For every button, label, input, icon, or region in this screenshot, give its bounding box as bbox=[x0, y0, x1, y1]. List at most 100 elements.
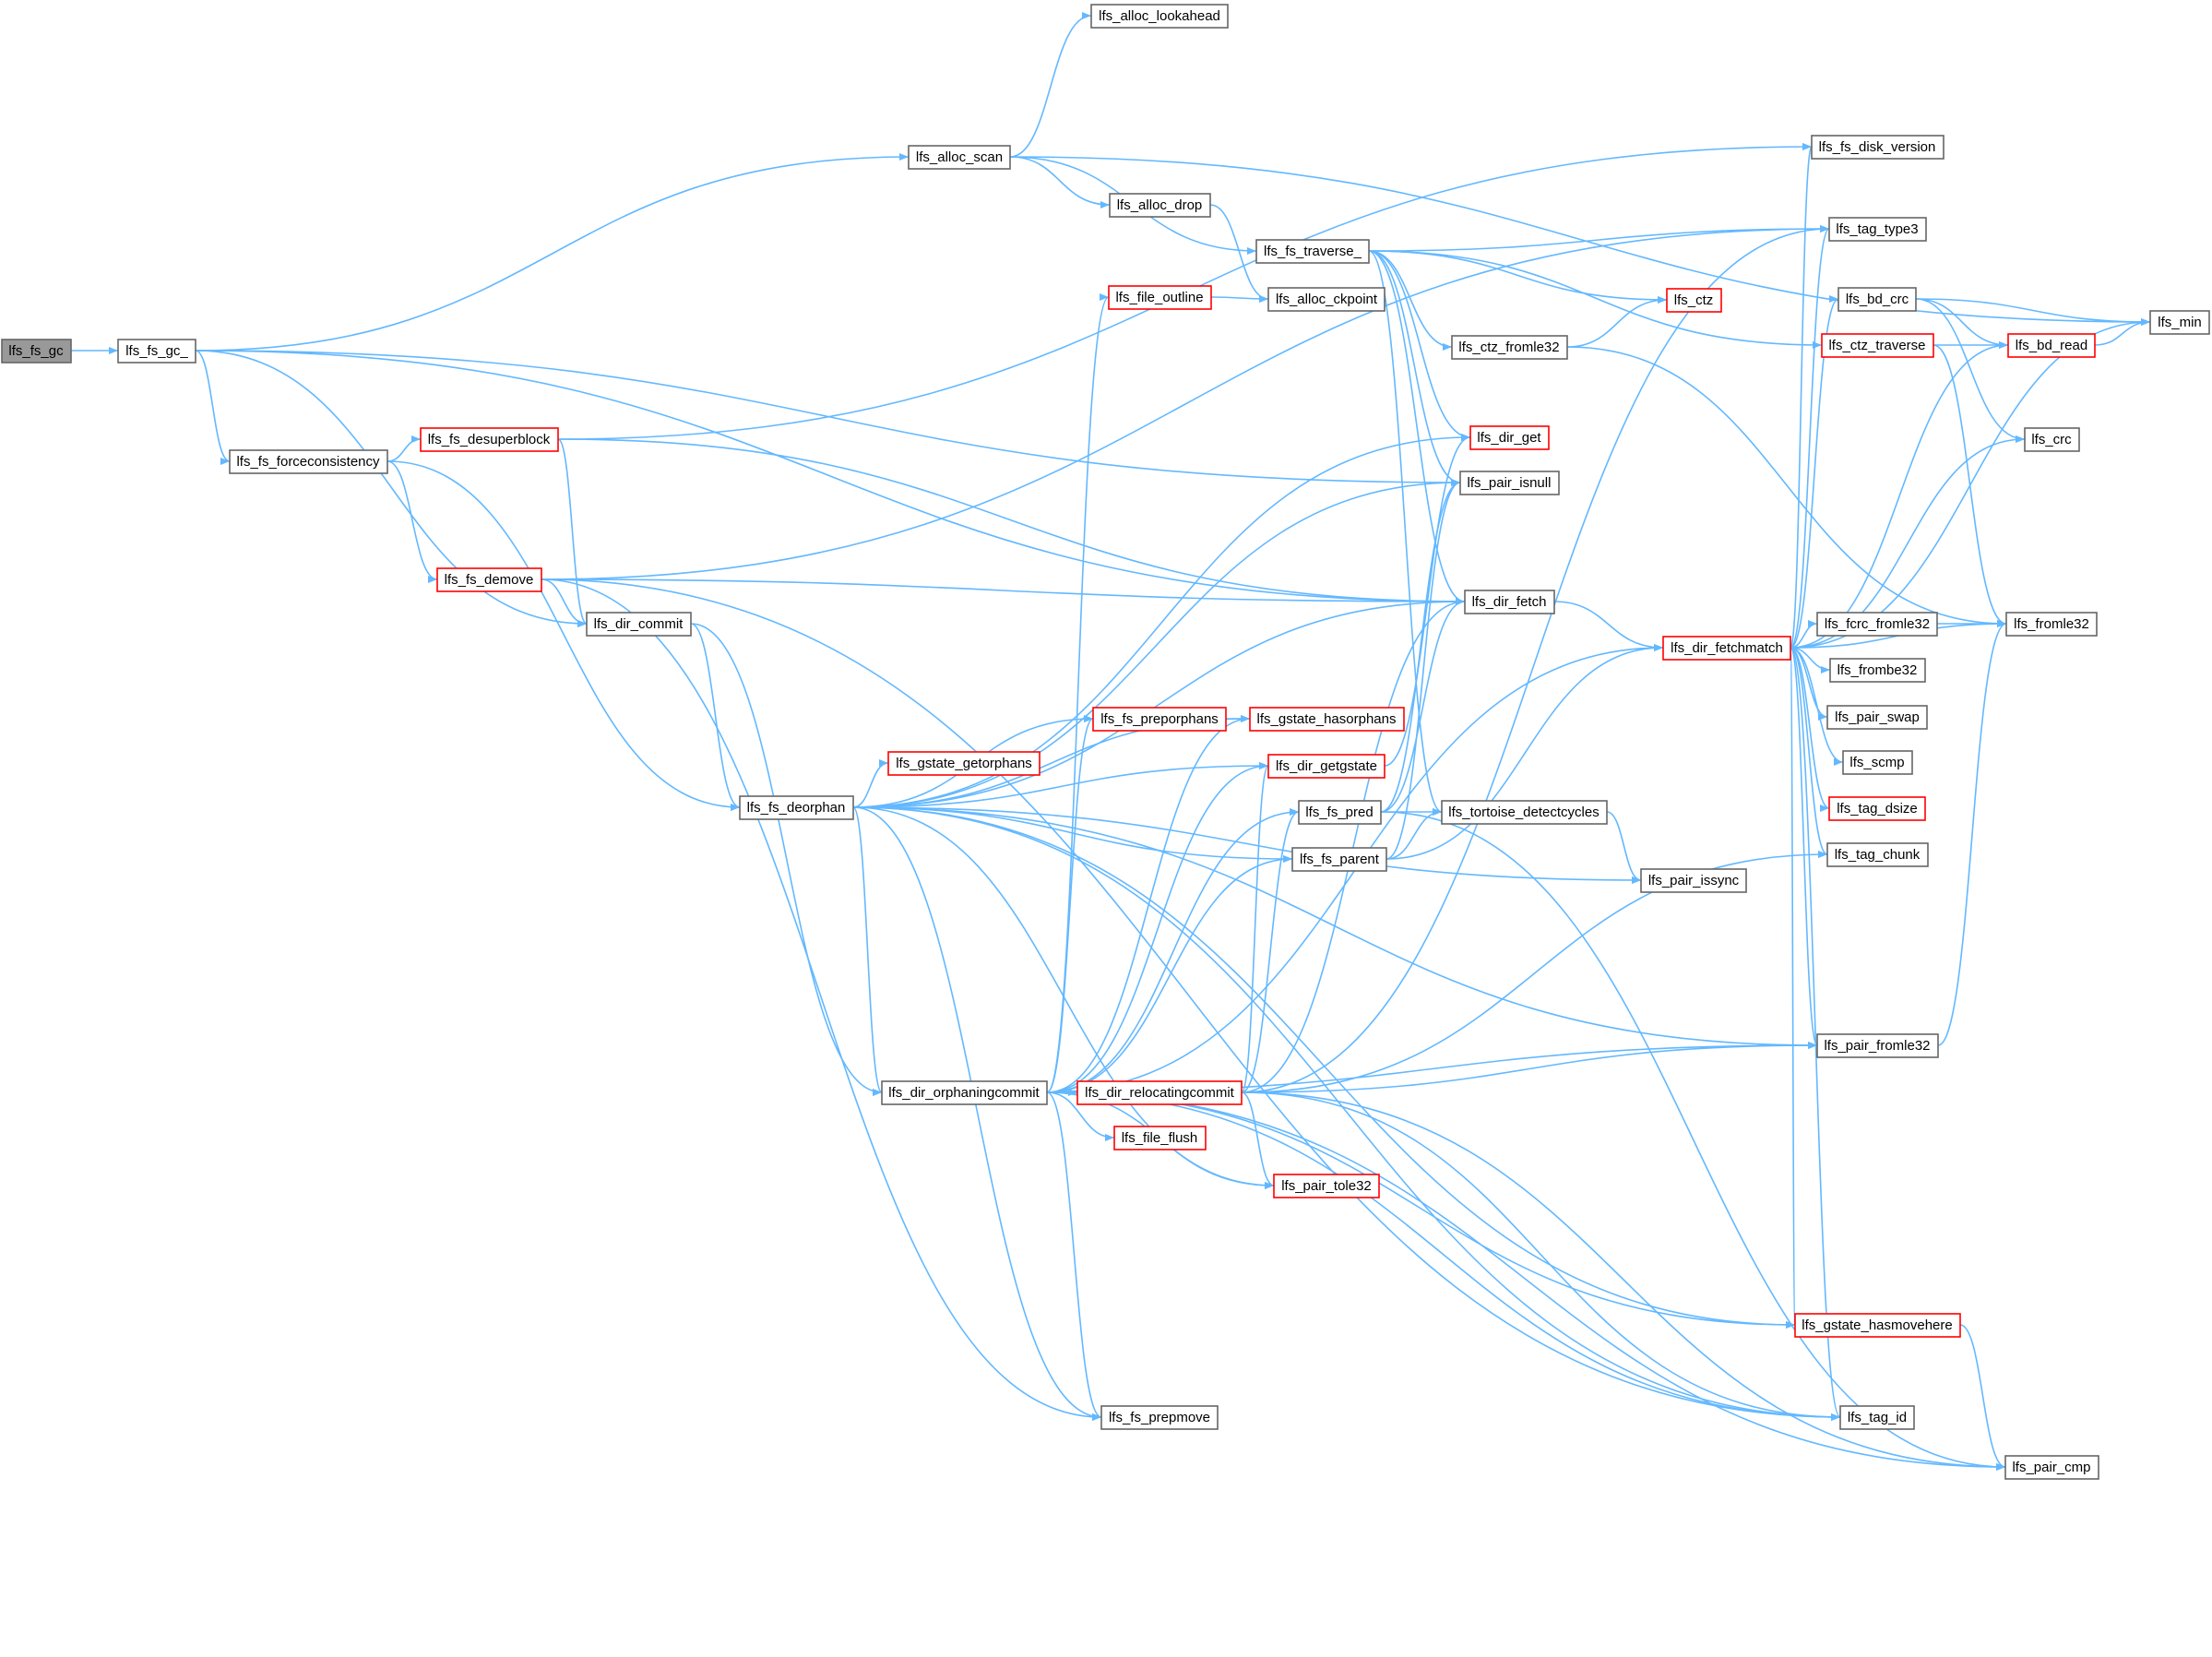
edge-fs-deorphan-to-fs-prepmove bbox=[852, 806, 1102, 1421]
graph-node-tag-type3[interactable]: lfs_tag_type3 bbox=[1828, 217, 1927, 242]
edge-tortoise-detectcycles-to-pair-issync bbox=[1606, 811, 1642, 884]
edge-gstate-hasmovehere-to-pair-cmp bbox=[1959, 1324, 2006, 1471]
node-label: lfs_scmp bbox=[1849, 755, 1904, 770]
graph-node-min[interactable]: lfs_min bbox=[2149, 310, 2210, 335]
node-label: lfs_fs_demove bbox=[445, 572, 534, 588]
edge-fs-deorphan-to-dir-orphaningcommit bbox=[852, 806, 883, 1096]
graph-node-pair-cmp[interactable]: lfs_pair_cmp bbox=[2004, 1455, 2099, 1480]
graph-node-fs-parent[interactable]: lfs_fs_parent bbox=[1291, 847, 1387, 872]
graph-node-fs-gc-[interactable]: lfs_fs_gc_ bbox=[117, 339, 196, 364]
node-box bbox=[2007, 333, 2096, 358]
graph-node-gstate-getorphans[interactable]: lfs_gstate_getorphans bbox=[887, 751, 1041, 776]
graph-node-alloc-drop[interactable]: lfs_alloc_drop bbox=[1109, 193, 1211, 218]
graph-node-dir-fetch[interactable]: lfs_dir_fetch bbox=[1464, 590, 1555, 614]
graph-node-fs-traverse-[interactable]: lfs_fs_traverse_ bbox=[1255, 239, 1370, 264]
graph-node-file-flush[interactable]: lfs_file_flush bbox=[1113, 1126, 1207, 1150]
edge-fs-traverse--to-tortoise-detectcycles bbox=[1368, 250, 1443, 816]
edge-fs-deorphan-to-tag-id bbox=[852, 806, 1841, 1421]
node-label: lfs_fs_gc bbox=[8, 343, 64, 359]
graph-node-fs-gc[interactable]: lfs_fs_gc bbox=[1, 339, 72, 364]
node-label: lfs_alloc_lookahead bbox=[1099, 8, 1220, 24]
graph-node-pair-issync[interactable]: lfs_pair_issync bbox=[1640, 868, 1747, 893]
graph-node-pair-tole32[interactable]: lfs_pair_tole32 bbox=[1273, 1174, 1380, 1198]
node-box bbox=[1108, 285, 1212, 310]
node-label: lfs_ctz_fromle32 bbox=[1458, 340, 1559, 355]
edge-fs-demove-to-dir-fetch bbox=[541, 578, 1466, 605]
edge-fs-demove-to-tag-id bbox=[541, 578, 1841, 1421]
edge-fs-traverse--to-pair-isnull bbox=[1368, 250, 1461, 486]
edge-alloc-scan-to-alloc-lookahead bbox=[1009, 12, 1092, 158]
edge-fs-pred-to-pair-cmp bbox=[1380, 811, 2006, 1471]
graph-node-ctz[interactable]: lfs_ctz bbox=[1666, 288, 1722, 313]
node-label: lfs_pair_fromle32 bbox=[1824, 1038, 1930, 1054]
node-label: lfs_tag_chunk bbox=[1835, 847, 1921, 863]
node-box bbox=[1255, 239, 1370, 264]
node-box bbox=[1076, 1080, 1243, 1105]
edge-fs-forceconsistency-to-fs-demove bbox=[387, 460, 438, 583]
graph-node-pair-fromle32[interactable]: lfs_pair_fromle32 bbox=[1816, 1033, 1939, 1058]
graph-node-dir-getgstate[interactable]: lfs_dir_getgstate bbox=[1267, 754, 1385, 779]
node-label: lfs_fs_desuperblock bbox=[428, 432, 551, 447]
edge-dir-fetchmatch-to-bd-read bbox=[1790, 341, 2009, 649]
graph-node-fromle32[interactable]: lfs_fromle32 bbox=[2005, 612, 2098, 637]
graph-node-scmp[interactable]: lfs_scmp bbox=[1842, 750, 1913, 775]
node-box bbox=[1441, 800, 1608, 825]
graph-node-tag-dsize[interactable]: lfs_tag_dsize bbox=[1828, 796, 1926, 821]
graph-node-fs-preporphans[interactable]: lfs_fs_preporphans bbox=[1092, 707, 1227, 732]
graph-node-fs-disk-version[interactable]: lfs_fs_disk_version bbox=[1811, 135, 1944, 160]
graph-node-bd-read[interactable]: lfs_bd_read bbox=[2007, 333, 2096, 358]
node-box bbox=[1811, 135, 1944, 160]
node-box bbox=[1267, 754, 1385, 779]
edge-dir-orphaningcommit-to-pair-cmp bbox=[1046, 1091, 2006, 1471]
graph-node-fs-pred[interactable]: lfs_fs_pred bbox=[1298, 800, 1382, 825]
graph-node-fs-forceconsistency[interactable]: lfs_fs_forceconsistency bbox=[229, 449, 388, 474]
graph-node-fs-prepmove[interactable]: lfs_fs_prepmove bbox=[1100, 1405, 1219, 1430]
node-label: lfs_fs_preporphans bbox=[1100, 711, 1219, 727]
graph-node-ctz-traverse[interactable]: lfs_ctz_traverse bbox=[1821, 333, 1934, 358]
node-label: lfs_tag_dsize bbox=[1837, 801, 1918, 817]
graph-node-frombe32[interactable]: lfs_frombe32 bbox=[1829, 658, 1926, 683]
graph-node-dir-orphaningcommit[interactable]: lfs_dir_orphaningcommit bbox=[881, 1080, 1048, 1105]
graph-node-gstate-hasmovehere[interactable]: lfs_gstate_hasmovehere bbox=[1794, 1313, 1961, 1338]
edge-fs-deorphan-to-pair-issync bbox=[852, 806, 1642, 884]
graph-node-alloc-lookahead[interactable]: lfs_alloc_lookahead bbox=[1090, 4, 1229, 29]
node-box bbox=[881, 1080, 1048, 1105]
node-box bbox=[1828, 796, 1926, 821]
edge-fs-pred-to-dir-fetch bbox=[1380, 598, 1466, 813]
node-box bbox=[908, 145, 1011, 170]
graph-node-alloc-ckpoint[interactable]: lfs_alloc_ckpoint bbox=[1267, 287, 1385, 312]
graph-node-fcrc-fromle32[interactable]: lfs_fcrc_fromle32 bbox=[1816, 612, 1938, 637]
graph-node-fs-deorphan[interactable]: lfs_fs_deorphan bbox=[739, 795, 854, 820]
node-box bbox=[1666, 288, 1722, 313]
edge-dir-orphaningcommit-to-fs-prepmove bbox=[1046, 1091, 1102, 1421]
edge-fs-demove-to-tag-type3 bbox=[541, 225, 1830, 580]
node-box bbox=[1828, 217, 1927, 242]
graph-node-fs-desuperblock[interactable]: lfs_fs_desuperblock bbox=[420, 427, 559, 452]
edge-dir-orphaningcommit-to-dir-getgstate bbox=[1046, 762, 1269, 1093]
graph-node-dir-fetchmatch[interactable]: lfs_dir_fetchmatch bbox=[1662, 636, 1791, 661]
graph-node-tag-id[interactable]: lfs_tag_id bbox=[1839, 1405, 1915, 1430]
edge-fs-deorphan-to-pair-isnull bbox=[852, 479, 1461, 808]
graph-node-tortoise-detectcycles[interactable]: lfs_tortoise_detectcycles bbox=[1441, 800, 1608, 825]
graph-node-file-outline[interactable]: lfs_file_outline bbox=[1108, 285, 1212, 310]
graph-node-bd-crc[interactable]: lfs_bd_crc bbox=[1837, 287, 1917, 312]
edge-ctz-fromle32-to-ctz bbox=[1566, 296, 1668, 348]
graph-node-dir-get[interactable]: lfs_dir_get bbox=[1469, 425, 1550, 450]
graph-node-dir-commit[interactable]: lfs_dir_commit bbox=[586, 612, 692, 637]
node-label: lfs_tag_id bbox=[1848, 1410, 1907, 1425]
graph-node-alloc-scan[interactable]: lfs_alloc_scan bbox=[908, 145, 1011, 170]
graph-node-pair-swap[interactable]: lfs_pair_swap bbox=[1826, 705, 1928, 730]
graph-node-pair-isnull[interactable]: lfs_pair_isnull bbox=[1459, 471, 1560, 495]
edge-dir-relocatingcommit-to-pair-cmp bbox=[1241, 1091, 2006, 1471]
graph-node-fs-demove[interactable]: lfs_fs_demove bbox=[436, 567, 542, 592]
edge-dir-orphaningcommit-to-fs-preporphans bbox=[1046, 715, 1094, 1093]
edge-dir-fetchmatch-to-tag-id bbox=[1790, 647, 1841, 1421]
graph-node-crc[interactable]: lfs_crc bbox=[2024, 427, 2080, 452]
graph-node-gstate-hasorphans[interactable]: lfs_gstate_hasorphans bbox=[1249, 707, 1405, 732]
edge-fs-deorphan-to-dir-get bbox=[852, 434, 1471, 808]
graph-node-dir-relocatingcommit[interactable]: lfs_dir_relocatingcommit bbox=[1076, 1080, 1243, 1105]
graph-node-tag-chunk[interactable]: lfs_tag_chunk bbox=[1826, 842, 1929, 867]
node-box bbox=[117, 339, 196, 364]
graph-node-ctz-fromle32[interactable]: lfs_ctz_fromle32 bbox=[1451, 335, 1568, 360]
